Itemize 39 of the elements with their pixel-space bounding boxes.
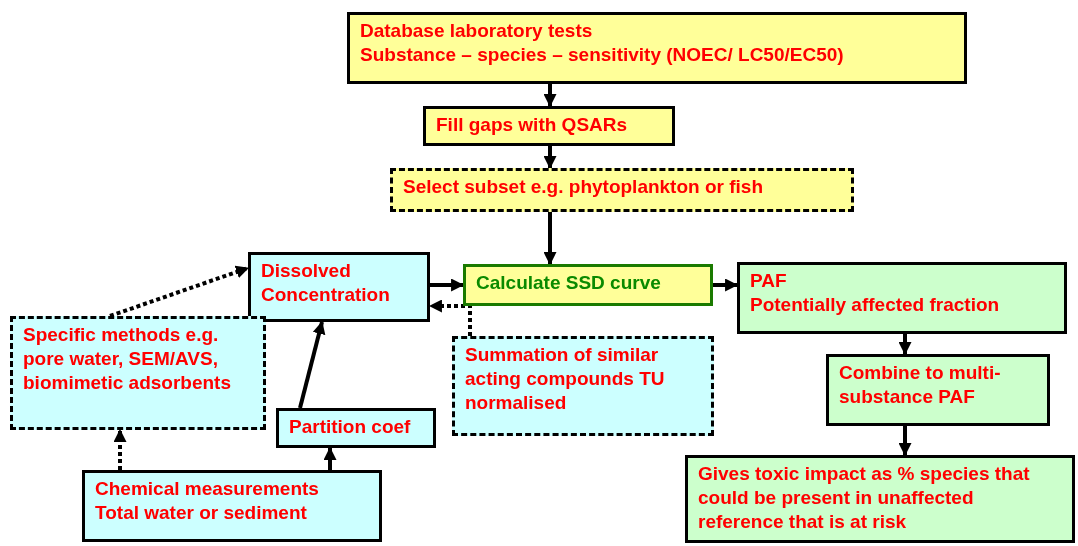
arrow <box>543 212 557 266</box>
dashed-process-box <box>390 168 854 212</box>
dashed-process-box <box>452 336 714 436</box>
process-box <box>347 12 967 84</box>
box-text: Chemical measurements <box>95 477 320 501</box>
process-box <box>248 252 430 322</box>
process-box <box>82 470 382 542</box>
arrow <box>428 299 472 336</box>
box-text: Total water or sediment <box>95 501 308 525</box>
dashed-process-box <box>10 316 266 430</box>
process-box <box>737 262 1067 334</box>
box-text: Summation of similar acting compounds TU normalised <box>465 343 666 415</box>
process-box <box>685 455 1075 543</box>
box-text: Database laboratory tests <box>360 19 594 43</box>
arrow <box>298 320 326 409</box>
arrow <box>898 426 912 457</box>
arrow <box>543 84 557 108</box>
arrow <box>543 146 557 170</box>
box-text: Fill gaps with QSARs <box>436 113 629 137</box>
box-text: Potentially affected fraction <box>750 293 1001 317</box>
process-box <box>463 264 713 306</box>
box-text: Select subset e.g. phytoplankton or fish <box>403 175 764 199</box>
process-box <box>423 106 675 146</box>
box-text: Specific methods e.g. pore water, SEM/AVS, biomimetic adsorbents <box>23 323 232 395</box>
process-box <box>276 408 436 448</box>
box-text: Dissolved Concentration <box>261 259 391 307</box>
box-text: Substance – species – sensitivity (NOEC/ LC50/EC50) <box>360 43 845 67</box>
box-text: Gives toxic impact as % species that could be present in unaffected reference that is at risk <box>698 462 1031 534</box>
box-text: Partition coef <box>289 415 412 439</box>
arrow <box>109 265 249 318</box>
arrow <box>898 334 912 356</box>
box-text: PAF <box>750 269 788 293</box>
process-box <box>826 354 1050 426</box>
arrow <box>323 446 337 470</box>
box-text: Calculate SSD curve <box>476 271 662 295</box>
arrow <box>113 428 127 470</box>
box-text: Combine to multi-substance PAF <box>839 361 1002 409</box>
arrow <box>430 278 465 292</box>
arrow <box>713 278 739 292</box>
